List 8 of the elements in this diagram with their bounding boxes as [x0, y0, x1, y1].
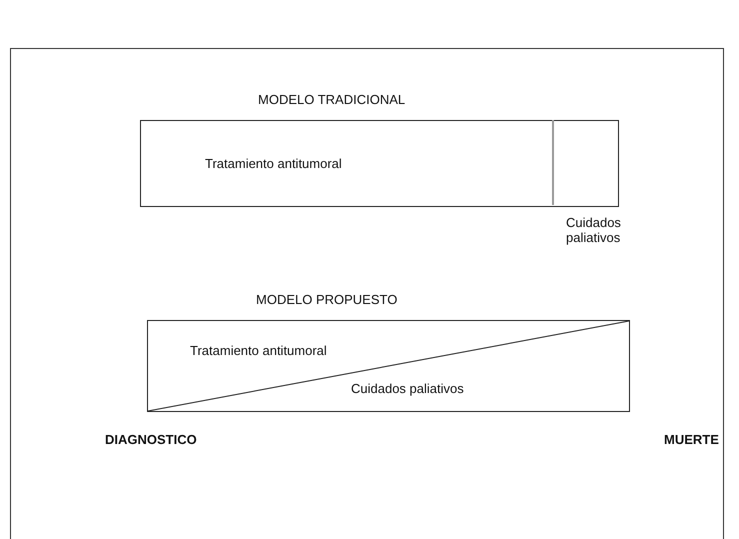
axis-end-label: DIAGNOSTICO — [105, 432, 197, 447]
region-label: Cuidados paliativos — [351, 381, 464, 396]
heading: MODELO TRADICIONAL — [258, 92, 406, 107]
segment-label: Cuidados paliativos — [566, 215, 622, 245]
bar-text: Tratamiento antitumoral — [205, 156, 342, 171]
region-label: Tratamiento antitumoral — [190, 343, 327, 358]
axis-end-label: MUERTE — [664, 432, 719, 447]
heading: MODELO PROPUESTO — [256, 292, 398, 307]
